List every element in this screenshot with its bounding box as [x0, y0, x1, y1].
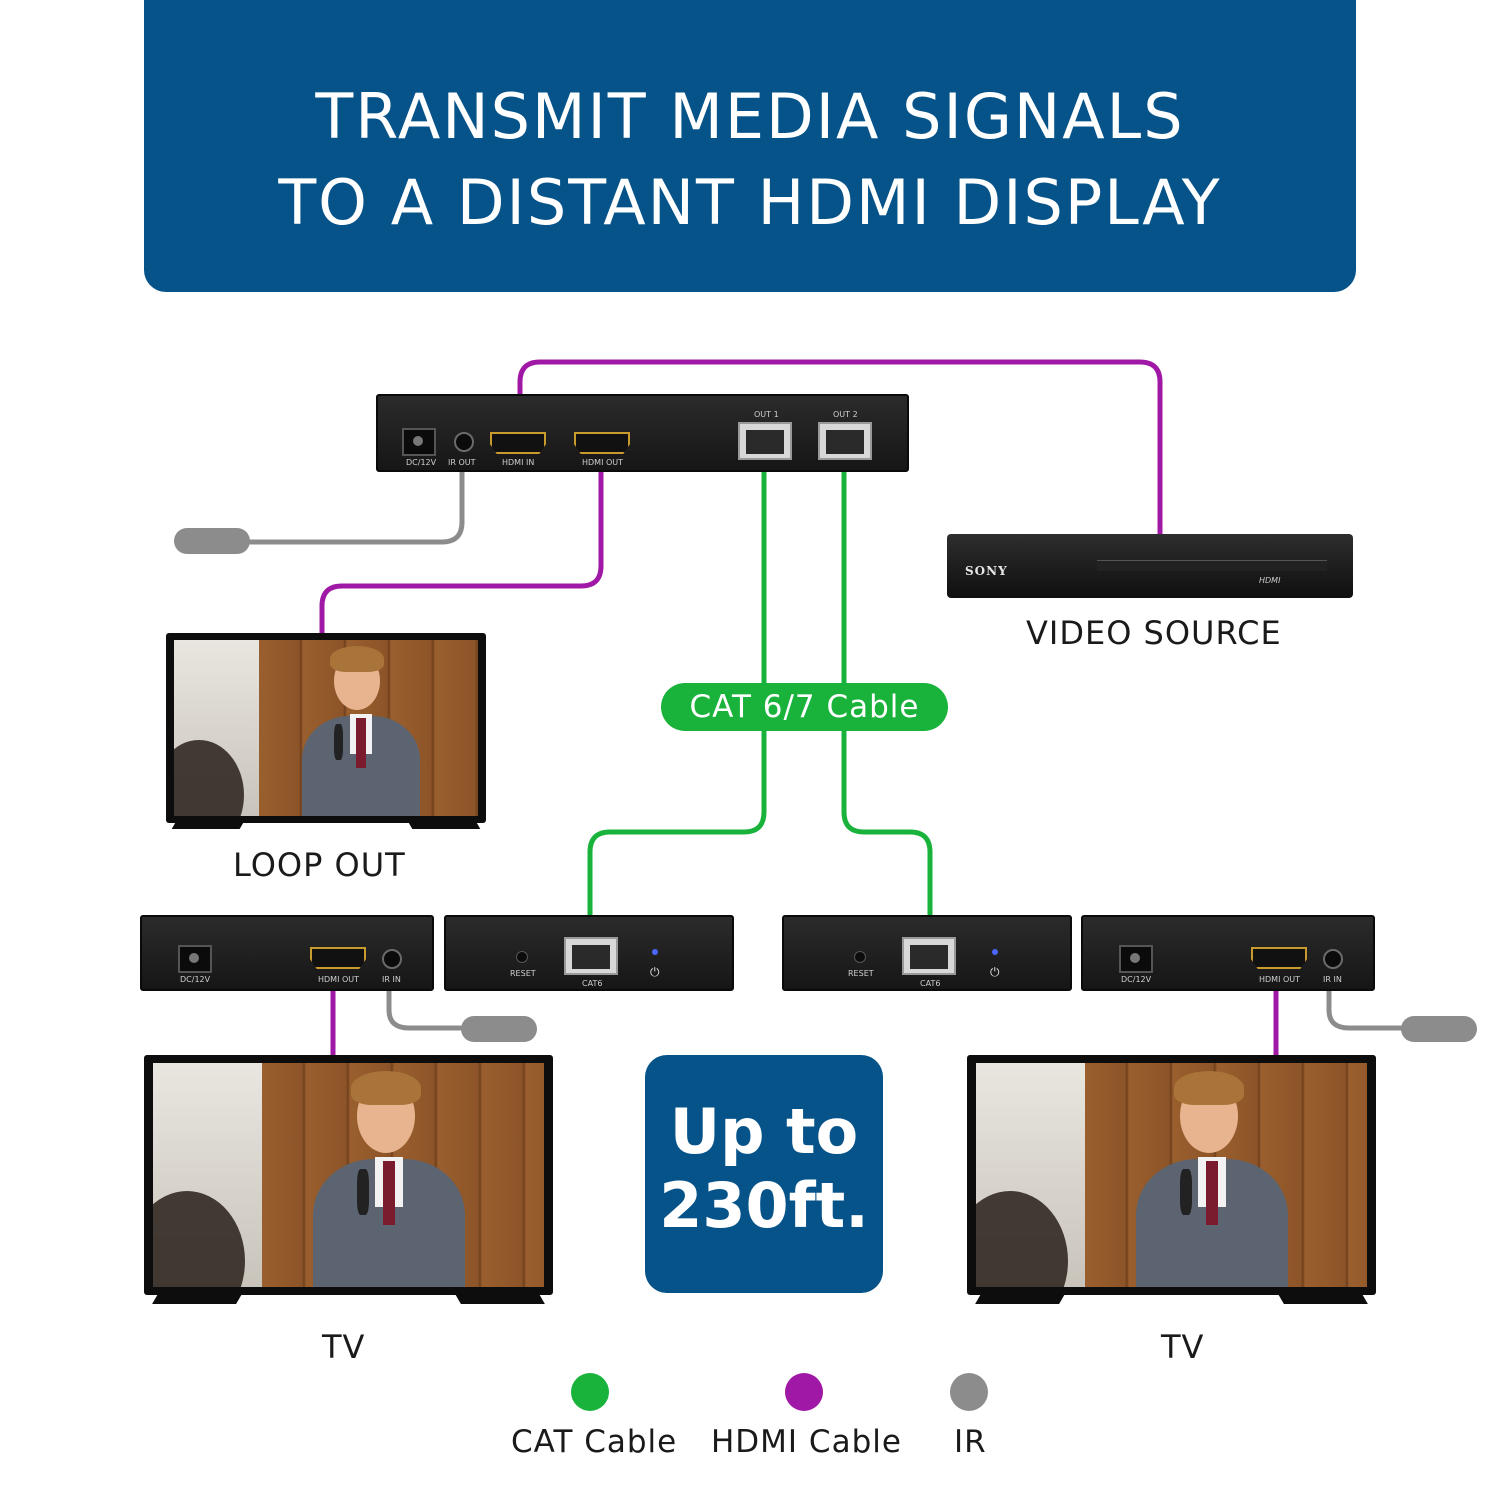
status-led — [992, 949, 998, 955]
hdmi-cable-loop — [319, 472, 604, 636]
tv-right — [967, 1055, 1376, 1295]
port-label-cat6: CAT6 — [582, 979, 603, 988]
cat-cable-left — [587, 470, 767, 916]
dvd-player: SONY HDMI — [947, 534, 1353, 598]
port-label-hdmi-in: HDMI IN — [502, 458, 535, 467]
port-label-out2: OUT 2 — [833, 410, 858, 419]
ir-sensor-transmitter — [174, 528, 250, 554]
legend-label-hdmi: HDMI Cable — [711, 1424, 902, 1460]
cat-cable-right — [841, 470, 933, 916]
ir-sensor-left — [461, 1016, 537, 1042]
ir-cable-transmitter — [230, 472, 465, 545]
cat-cable-label: CAT 6/7 Cable — [661, 683, 948, 731]
transmitter-device: DC/12V IR OUT HDMI IN HDMI OUT OUT 1 OUT… — [376, 394, 909, 472]
port-label-reset: RESET — [848, 969, 874, 978]
receiver-left-cat-side: RESET CAT6 ⏻ — [444, 915, 734, 991]
port-label-hdmi-out: HDMI OUT — [582, 458, 624, 467]
legend-label-cat: CAT Cable — [511, 1424, 678, 1460]
tv-right-screen — [976, 1063, 1367, 1287]
status-led — [652, 949, 658, 955]
header-title-line-1: TRANSMIT MEDIA SIGNALS — [315, 80, 1185, 153]
receiver-right-cat-side: RESET CAT6 ⏻ — [782, 915, 1072, 991]
dc-power-jack — [1119, 945, 1153, 973]
dvd-brand: SONY — [965, 564, 1008, 578]
loop-out-tv-screen — [174, 640, 478, 816]
ir-cable-left — [386, 990, 470, 1031]
tv-left — [144, 1055, 553, 1295]
header-title-line-2: TO A DISTANT HDMI DISPLAY — [278, 166, 1222, 239]
video-source-label: VIDEO SOURCE — [1026, 614, 1282, 652]
tv-left-foot-left — [152, 1294, 242, 1304]
dvd-tray — [1097, 560, 1327, 571]
dc-power-jack — [178, 945, 212, 973]
reset-button — [516, 951, 528, 963]
dc-power-jack — [402, 428, 436, 456]
receiver-left-hdmi-side: DC/12V HDMI OUT IR IN — [140, 915, 434, 991]
hdmi-out-port — [1251, 947, 1307, 969]
dvd-hdmi-mark: HDMI — [1259, 576, 1281, 585]
port-label-hdmi-out: HDMI OUT — [318, 975, 360, 984]
range-line-2: 230ft. — [659, 1169, 869, 1242]
loop-out-tv-foot-left — [171, 821, 245, 829]
rj45-out1-port — [738, 422, 792, 460]
ir-cable-right — [1326, 990, 1410, 1031]
port-label-dc: DC/12V — [180, 975, 211, 984]
receiver-right-hdmi-side: DC/12V HDMI OUT IR IN — [1081, 915, 1375, 991]
port-label-out1: OUT 1 — [754, 410, 779, 419]
power-icon: ⏻ — [990, 965, 1000, 979]
rj45-out2-port — [818, 422, 872, 460]
port-label-cat6: CAT6 — [920, 979, 941, 988]
ir-out-jack — [454, 432, 474, 452]
rj45-cat6-port — [564, 937, 618, 975]
rj45-cat6-port — [902, 937, 956, 975]
port-label-ir-in: IR IN — [382, 975, 401, 984]
port-label-ir-in: IR IN — [1323, 975, 1342, 984]
hdmi-cable-source — [517, 359, 1163, 536]
legend-dot-cat — [571, 1373, 609, 1411]
port-label-hdmi-out: HDMI OUT — [1259, 975, 1301, 984]
power-icon: ⏻ — [650, 965, 660, 979]
hdmi-in-port — [490, 432, 546, 454]
legend-dot-hdmi — [785, 1373, 823, 1411]
hdmi-out-port — [574, 432, 630, 454]
port-label-reset: RESET — [510, 969, 536, 978]
tv-right-label: TV — [1161, 1328, 1205, 1366]
header-banner: TRANSMIT MEDIA SIGNALS TO A DISTANT HDMI… — [144, 0, 1356, 292]
reset-button — [854, 951, 866, 963]
port-label-ir-out: IR OUT — [448, 458, 476, 467]
legend-label-ir: IR — [954, 1424, 987, 1460]
hdmi-out-port — [310, 947, 366, 969]
range-line-1: Up to — [669, 1095, 859, 1168]
ir-in-jack — [382, 949, 402, 969]
tv-left-label: TV — [322, 1328, 366, 1366]
loop-out-tv-foot-right — [407, 821, 481, 829]
ir-sensor-right — [1401, 1016, 1477, 1042]
loop-out-label: LOOP OUT — [233, 846, 406, 884]
port-label-dc: DC/12V — [1121, 975, 1152, 984]
tv-right-foot-right — [1278, 1294, 1368, 1304]
range-badge: Up to 230ft. — [645, 1055, 883, 1293]
tv-left-foot-right — [455, 1294, 545, 1304]
tv-right-foot-left — [975, 1294, 1065, 1304]
legend-dot-ir — [950, 1373, 988, 1411]
tv-left-screen — [153, 1063, 544, 1287]
ir-in-jack — [1323, 949, 1343, 969]
loop-out-tv — [166, 633, 486, 823]
port-label-dc: DC/12V — [406, 458, 437, 467]
